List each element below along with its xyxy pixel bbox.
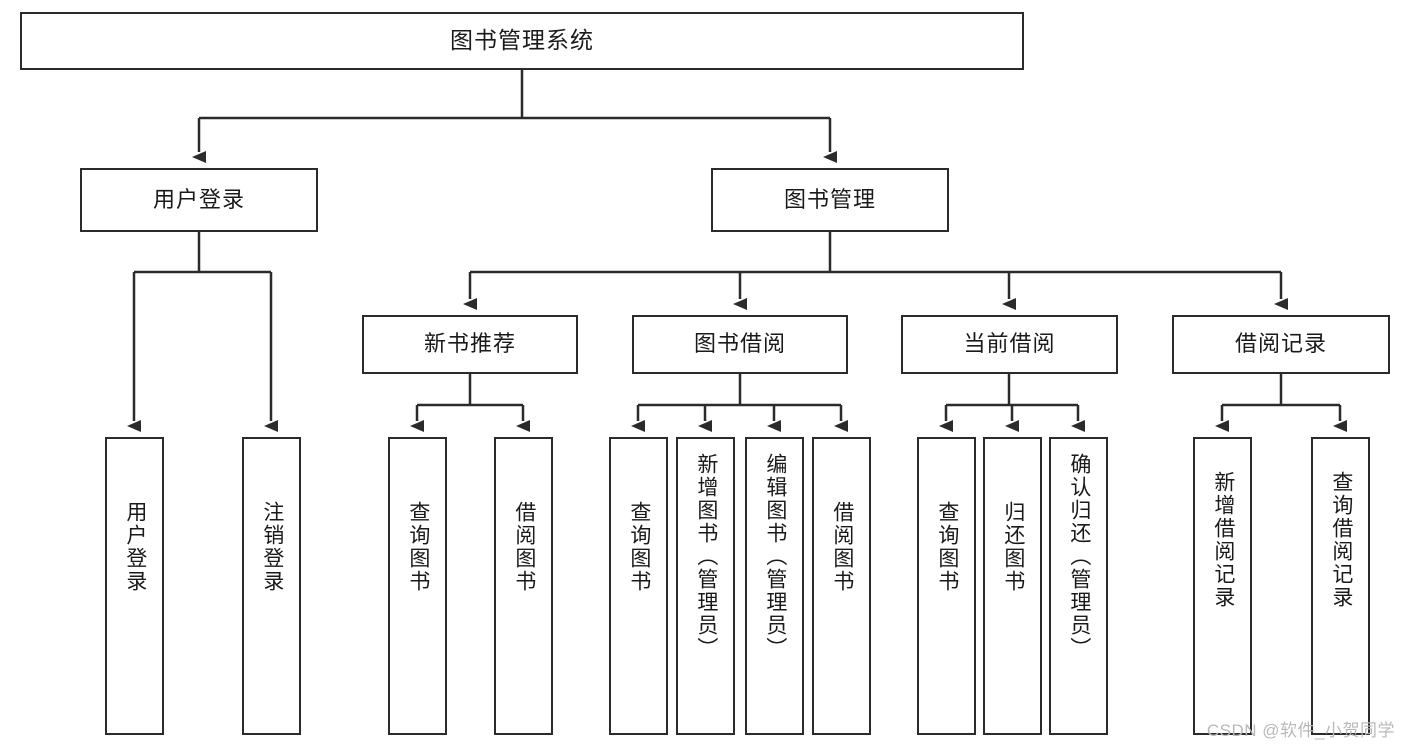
leaf-edit-book-admin[interactable]: 编辑图书（管理员） (745, 437, 804, 735)
leaf-user-login[interactable]: 用户登录 (105, 437, 164, 735)
leaf-query-borrow-record[interactable]: 查询借阅记录 (1311, 437, 1370, 735)
node-label: 当前借阅 (963, 331, 1056, 357)
node-label: 用户登录 (152, 186, 245, 212)
leaf-user-logout[interactable]: 注销登录 (242, 437, 301, 735)
node-label: 查询图书 (627, 501, 651, 593)
node-label: 查询图书 (406, 501, 430, 593)
node-label: 借阅图书 (512, 501, 536, 593)
node-book-borrow[interactable]: 图书借阅 (632, 315, 848, 374)
node-current-borrow[interactable]: 当前借阅 (901, 315, 1118, 374)
node-label: 借阅记录 (1234, 331, 1327, 357)
node-label: 确认归还（管理员） (1067, 453, 1091, 660)
node-label: 注销登录 (260, 501, 284, 593)
leaf-confirm-return-admin[interactable]: 确认归还（管理员） (1049, 437, 1108, 735)
leaf-query-book-current[interactable]: 查询图书 (917, 437, 976, 735)
node-label: 用户登录 (123, 501, 147, 593)
leaf-borrow-book-newbook[interactable]: 借阅图书 (494, 437, 553, 735)
node-user-login[interactable]: 用户登录 (80, 168, 318, 232)
node-root-system[interactable]: 图书管理系统 (20, 12, 1024, 70)
node-new-book-recommend[interactable]: 新书推荐 (362, 315, 578, 374)
leaf-return-book[interactable]: 归还图书 (983, 437, 1042, 735)
node-borrow-record[interactable]: 借阅记录 (1172, 315, 1390, 374)
leaf-add-book-admin[interactable]: 新增图书（管理员） (676, 437, 735, 735)
node-label: 新增图书（管理员） (694, 453, 718, 660)
node-label: 归还图书 (1001, 501, 1025, 593)
node-label: 图书管理系统 (450, 27, 594, 54)
node-book-management[interactable]: 图书管理 (711, 168, 949, 232)
node-label: 查询借阅记录 (1329, 471, 1353, 609)
node-label: 查询图书 (935, 501, 959, 593)
node-label: 编辑图书（管理员） (763, 453, 787, 660)
leaf-query-book-newbook[interactable]: 查询图书 (388, 437, 447, 735)
leaf-query-book-borrow[interactable]: 查询图书 (609, 437, 668, 735)
node-label: 新书推荐 (423, 331, 516, 357)
leaf-borrow-book[interactable]: 借阅图书 (812, 437, 871, 735)
node-label: 图书借阅 (693, 331, 786, 357)
node-label: 新增借阅记录 (1211, 471, 1235, 609)
node-label: 借阅图书 (830, 501, 854, 593)
node-label: 图书管理 (783, 186, 876, 212)
leaf-add-borrow-record[interactable]: 新增借阅记录 (1193, 437, 1252, 735)
watermark-text: CSDN @软件_小贺同学 (1206, 721, 1395, 740)
